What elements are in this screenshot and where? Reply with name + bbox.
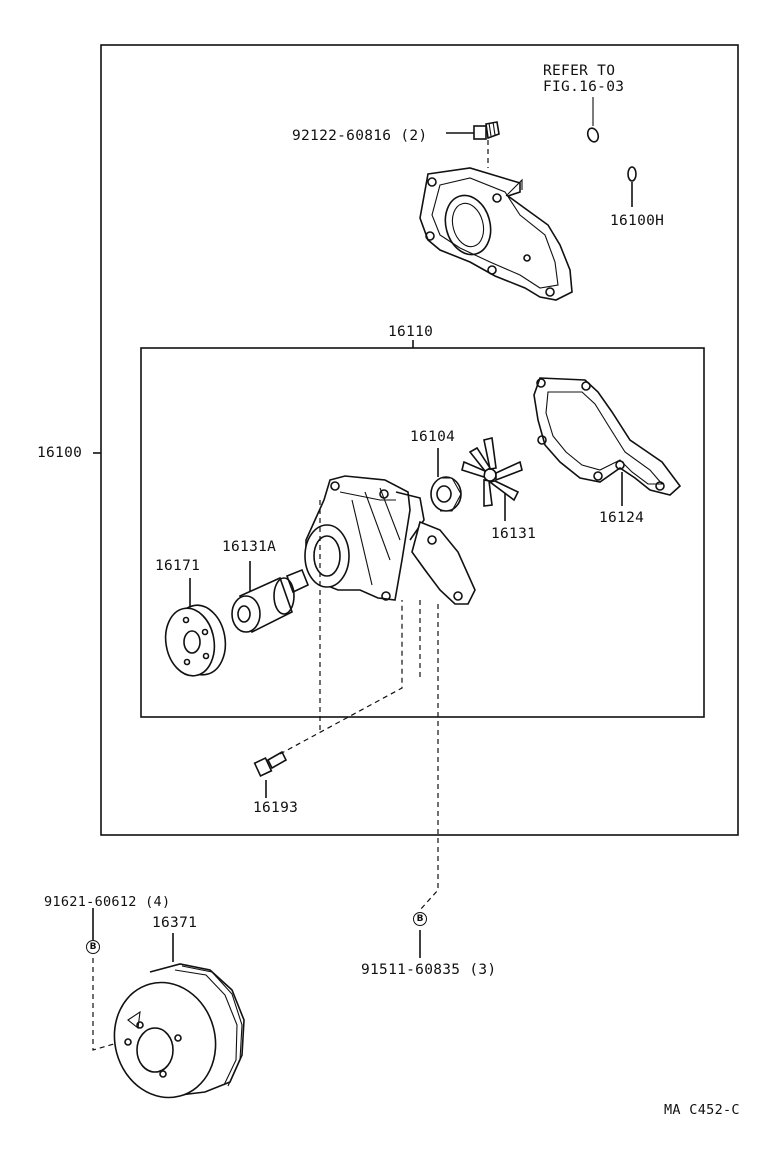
figure-code: MA C452-C	[664, 1102, 740, 1118]
refer-note-line2: FIG.16-03	[543, 79, 625, 95]
label-91511: 91511-60835 (3)	[361, 962, 497, 978]
gasket-16124	[533, 377, 682, 506]
hub-16171	[164, 578, 227, 677]
oring-16100h	[627, 166, 637, 182]
label-91621: 91621-60612 (4)	[44, 894, 171, 910]
oring-refer	[586, 127, 600, 143]
label-16100h: 16100H	[610, 213, 665, 229]
pump-body	[304, 475, 476, 605]
label-92122: 92122-60816 (2)	[292, 128, 428, 144]
badge-b-bottom: B	[413, 912, 427, 926]
pulley-16371	[113, 933, 245, 1099]
pump-cover-plate	[419, 167, 573, 301]
label-16100: 16100	[37, 445, 83, 461]
assembly-frame	[100, 44, 739, 836]
stud-bolt-top	[446, 121, 500, 168]
label-16131: 16131	[491, 526, 537, 542]
refer-note-line1: REFER TO	[543, 63, 616, 79]
subassembly-frame	[140, 347, 705, 718]
label-16371: 16371	[152, 915, 198, 931]
seal-16104	[430, 448, 462, 512]
label-16104: 16104	[410, 429, 456, 445]
impeller-16131	[461, 437, 523, 521]
label-16131a: 16131A	[222, 539, 277, 555]
label-16110: 16110	[388, 324, 434, 340]
badge-b-pulley: B	[86, 940, 100, 954]
bolt-16193	[253, 750, 288, 798]
label-16171: 16171	[155, 558, 201, 574]
shaft-bearing-16131a	[231, 561, 310, 634]
label-16193: 16193	[253, 800, 299, 816]
label-16124: 16124	[599, 510, 645, 526]
